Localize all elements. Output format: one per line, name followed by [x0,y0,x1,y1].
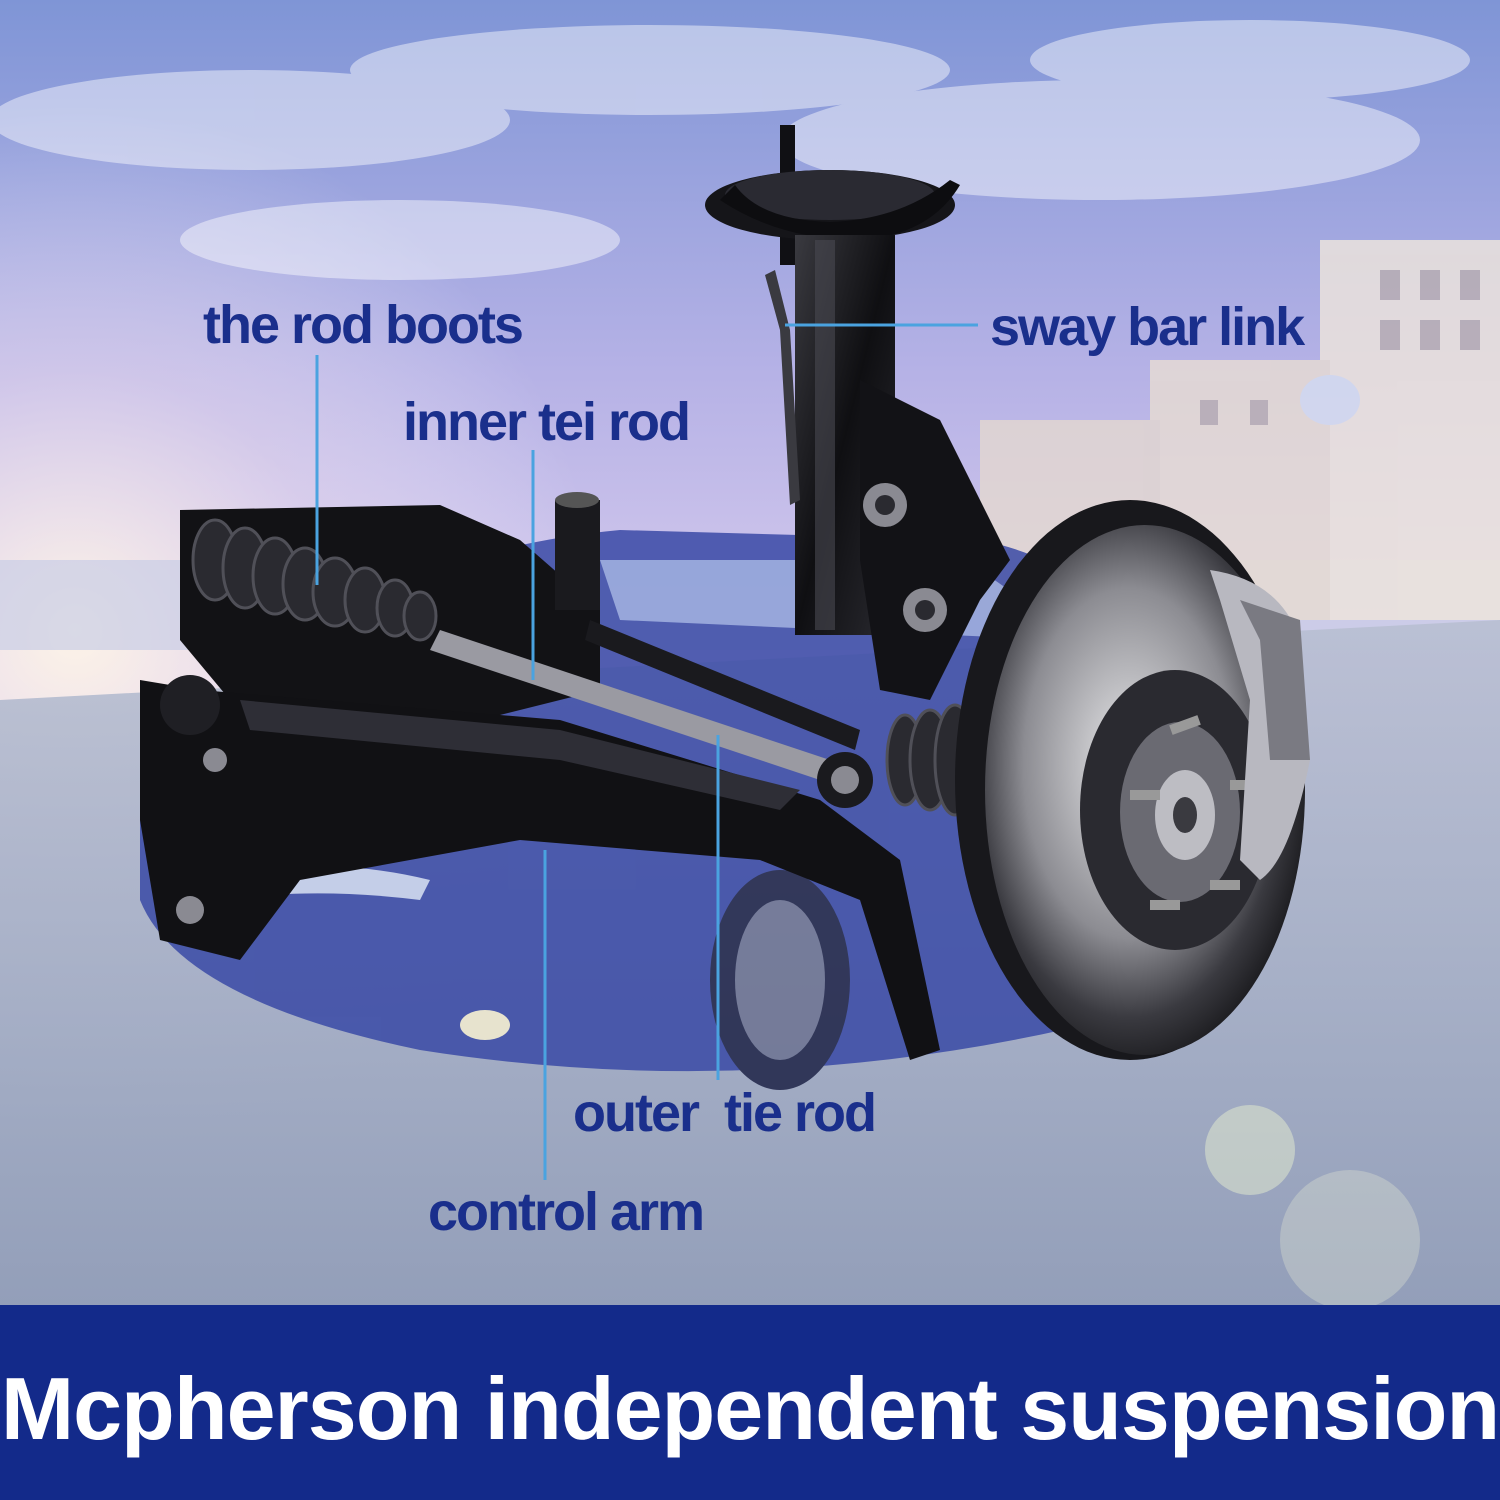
clouds [0,20,1470,280]
brake-disc [955,500,1310,1060]
label-rod-boots: the rod boots [203,295,524,355]
lens-flare [1205,1105,1295,1195]
label-outer-tie-rod: outer tie rod [573,1083,877,1143]
control-arm [140,675,940,1060]
label-inner-tie-rod: inner tei rod [403,392,691,452]
lens-flare [1280,1170,1420,1310]
title-banner [0,1305,1500,1500]
leader-lines [315,323,978,1180]
label-sway-bar-link: sway bar link [990,297,1305,357]
steering-rack [180,492,977,817]
rod-boot-right [885,703,977,817]
label-control-arm: control arm [428,1182,705,1242]
strut-assembly [705,125,1010,700]
banner-title: Mcpherson independent suspension [0,1359,1500,1458]
